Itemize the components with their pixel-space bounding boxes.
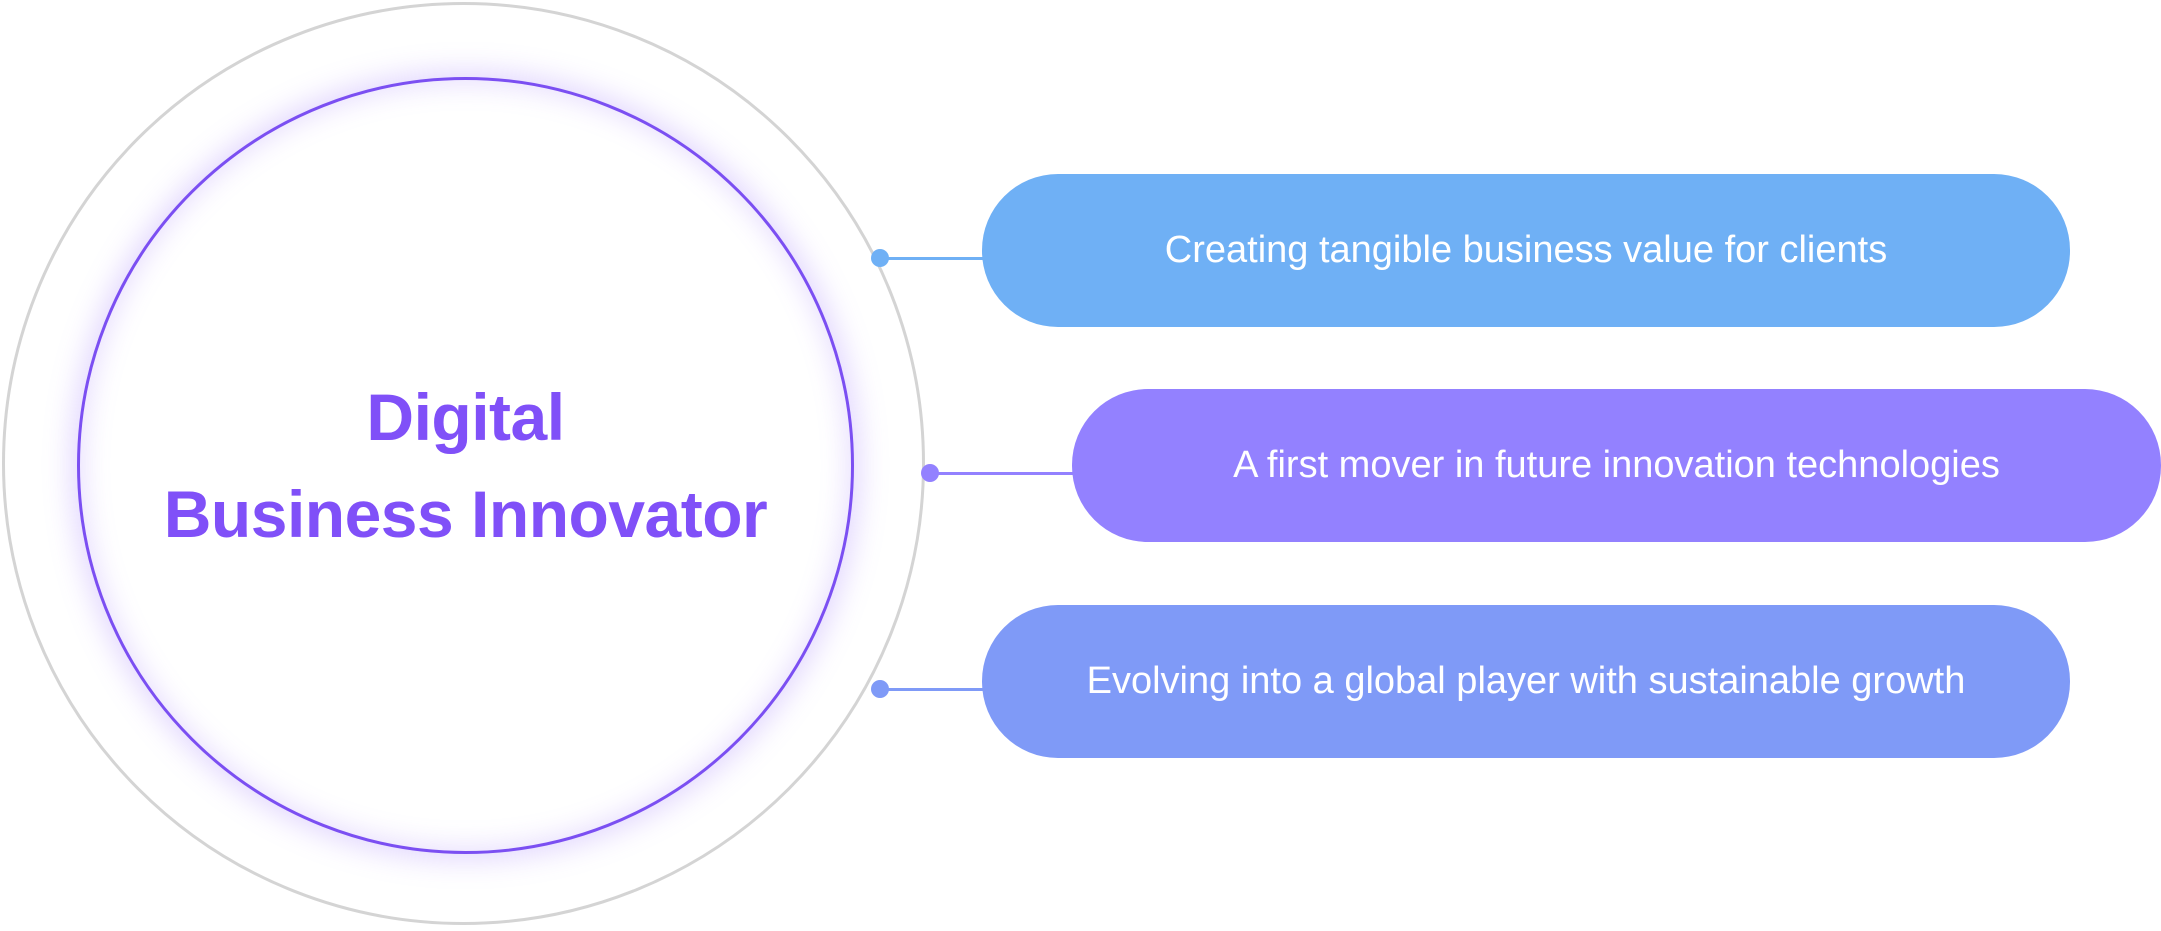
connector-dot-3 — [871, 680, 889, 698]
inner-ring — [77, 77, 854, 854]
connector-line-1 — [880, 256, 984, 260]
connector-dot-2 — [921, 464, 939, 482]
item-pill-2-label: A first mover in future innovation techn… — [1233, 444, 2000, 486]
item-pill-1-label: Creating tangible business value for cli… — [1164, 229, 1888, 271]
outer-ring — [2, 2, 925, 925]
connector-dot-1 — [871, 249, 889, 267]
center-title-line-2: Business Innovator — [163, 476, 768, 551]
item-pill-1: Creating tangible business value for cli… — [982, 174, 2070, 327]
connector-line-3 — [880, 687, 984, 691]
item-pill-2: A first mover in future innovation techn… — [1072, 389, 2161, 542]
item-pill-3-label: Evolving into a global player with susta… — [1086, 660, 1966, 702]
item-pill-3: Evolving into a global player with susta… — [982, 605, 2070, 758]
connector-line-2 — [930, 471, 1074, 475]
center-title-line-1: Digital — [366, 379, 565, 454]
center-title: Digital Business Innovator — [77, 77, 854, 854]
